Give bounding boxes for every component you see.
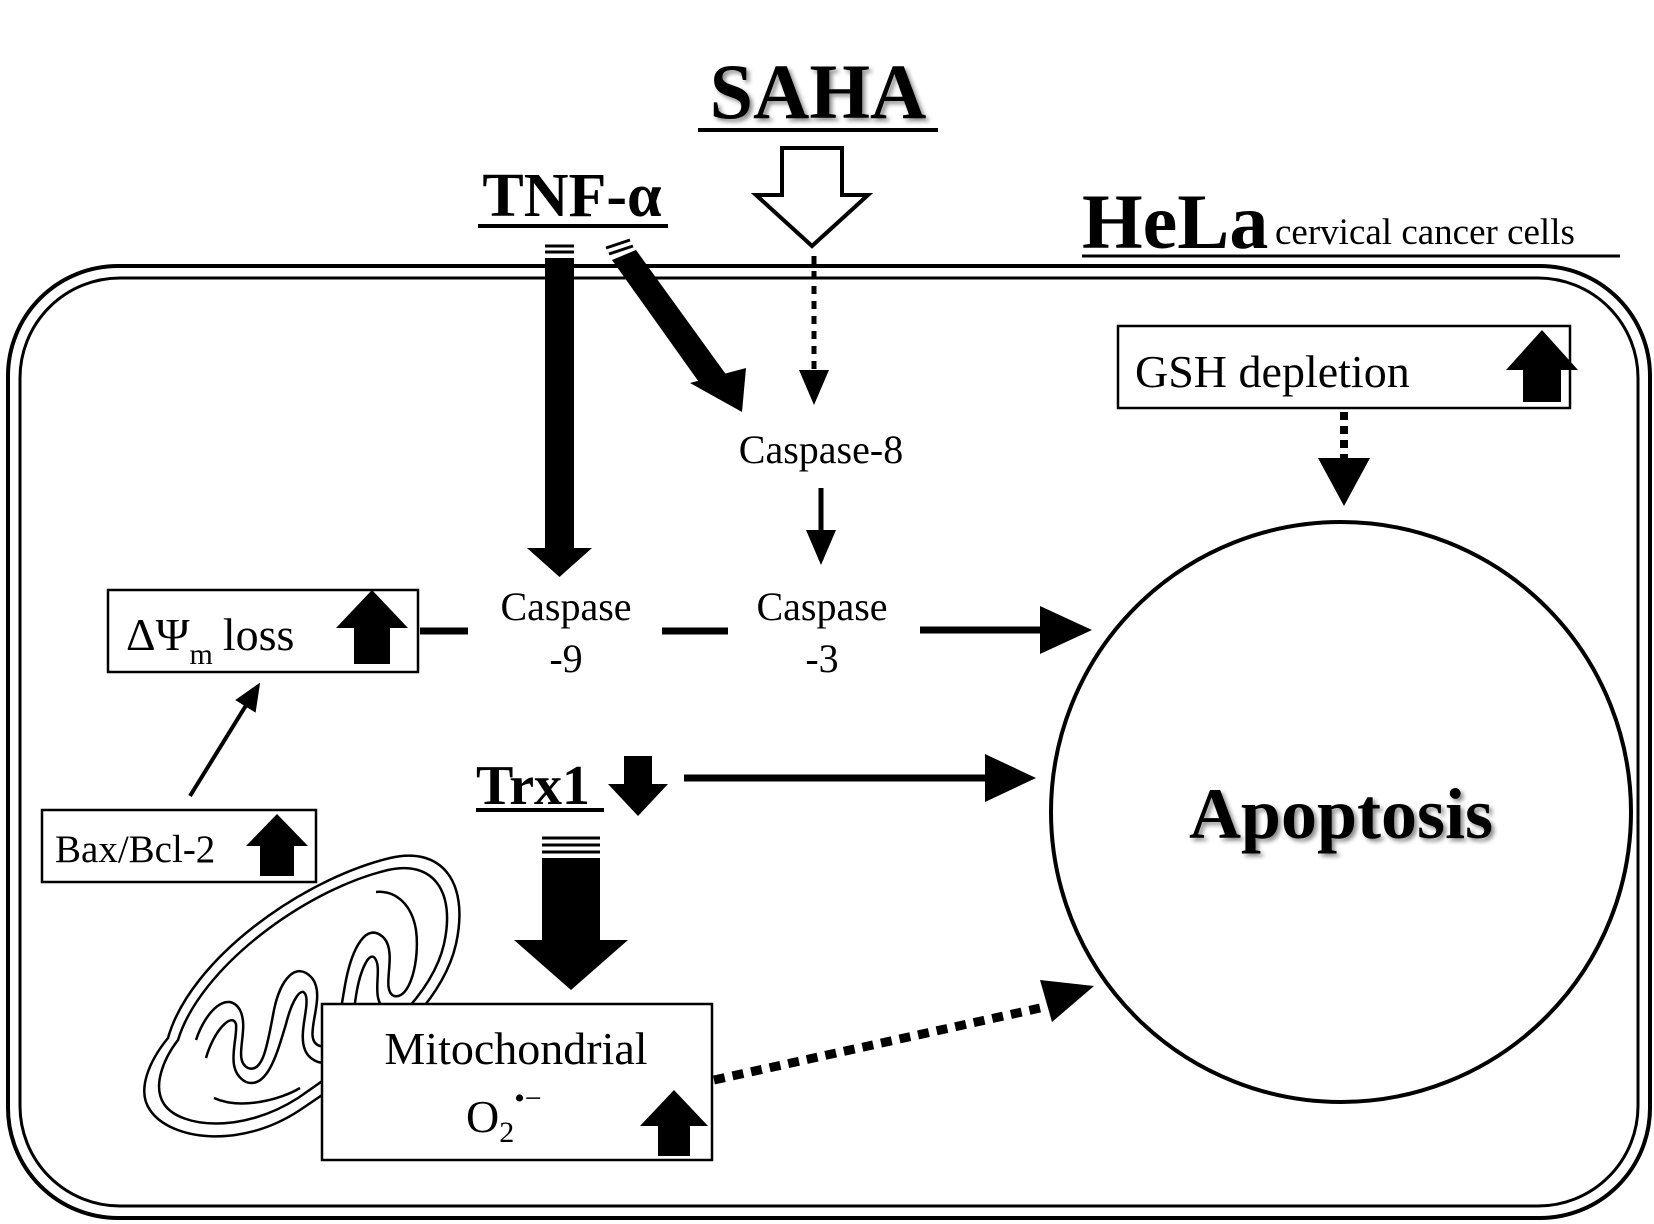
- mito-o: O: [466, 1091, 499, 1142]
- apoptosis-node: Apoptosis: [1049, 520, 1633, 1104]
- caspase3-line1: Caspase: [756, 584, 887, 629]
- dpsi-symbol: ΔΨ: [126, 609, 190, 660]
- caspase9-node: Caspase -9: [500, 584, 631, 681]
- up-arrow-icon: [640, 1090, 708, 1156]
- cell-membrane: [6, 264, 1652, 1220]
- down-arrow-icon: [608, 756, 668, 816]
- title-saha: SAHA: [710, 48, 927, 135]
- caspase3-node: Caspase -3: [756, 584, 887, 681]
- mito-formula: O2•−: [466, 1082, 542, 1149]
- caspase9-line2: -9: [549, 636, 582, 681]
- stimulus-tnf: TNF-α: [482, 162, 661, 230]
- mitochondrion-icon: [143, 854, 461, 1138]
- trx1-node: Trx1: [476, 755, 668, 817]
- trx1-to-mito-arrow: [514, 836, 628, 990]
- caspase3-line2: -3: [805, 636, 838, 681]
- cell-description: cervical cancer cells: [1275, 212, 1575, 253]
- tnf-to-caspase9-arrow: [527, 244, 592, 577]
- gsh-to-apoptosis-arrow: [1318, 412, 1370, 506]
- up-arrow-icon: [1506, 330, 1578, 402]
- caspase8-label: Caspase-8: [739, 427, 903, 472]
- mito-line1: Mitochondrial: [384, 1023, 647, 1074]
- apoptosis-label: Apoptosis: [1189, 774, 1493, 854]
- dpsi-subscript: m: [190, 638, 213, 671]
- saha-arrow-icon: [750, 146, 874, 249]
- trx1-to-apoptosis-arrow: [684, 754, 1036, 802]
- bax-label: Bax/Bcl-2: [55, 828, 215, 871]
- tnf-to-caspase8-arrow: [605, 238, 746, 412]
- mito-subscript: 2: [499, 1116, 514, 1149]
- cell-label: HeLa cervical cancer cells: [1082, 178, 1620, 265]
- dpsi-text: loss: [223, 609, 295, 660]
- mito-to-apoptosis-arrow: [713, 980, 1094, 1085]
- mito-superoxide-box: Mitochondrial O2•−: [320, 1002, 714, 1162]
- gsh-depletion-box: GSH depletion: [1116, 324, 1578, 410]
- gsh-label: GSH depletion: [1135, 346, 1410, 397]
- bax-to-dpsi-arrow: [188, 682, 261, 798]
- up-arrow-icon: [336, 590, 408, 664]
- up-arrow-icon: [246, 814, 308, 876]
- mito-superscript: •−: [514, 1082, 541, 1115]
- trx1-label: Trx1: [476, 755, 590, 817]
- cell-name: HeLa: [1082, 178, 1268, 265]
- caspase3-to-apoptosis-arrow: [920, 606, 1092, 654]
- bax-bcl2-box: Bax/Bcl-2: [40, 808, 318, 884]
- caspase9-line1: Caspase: [500, 584, 631, 629]
